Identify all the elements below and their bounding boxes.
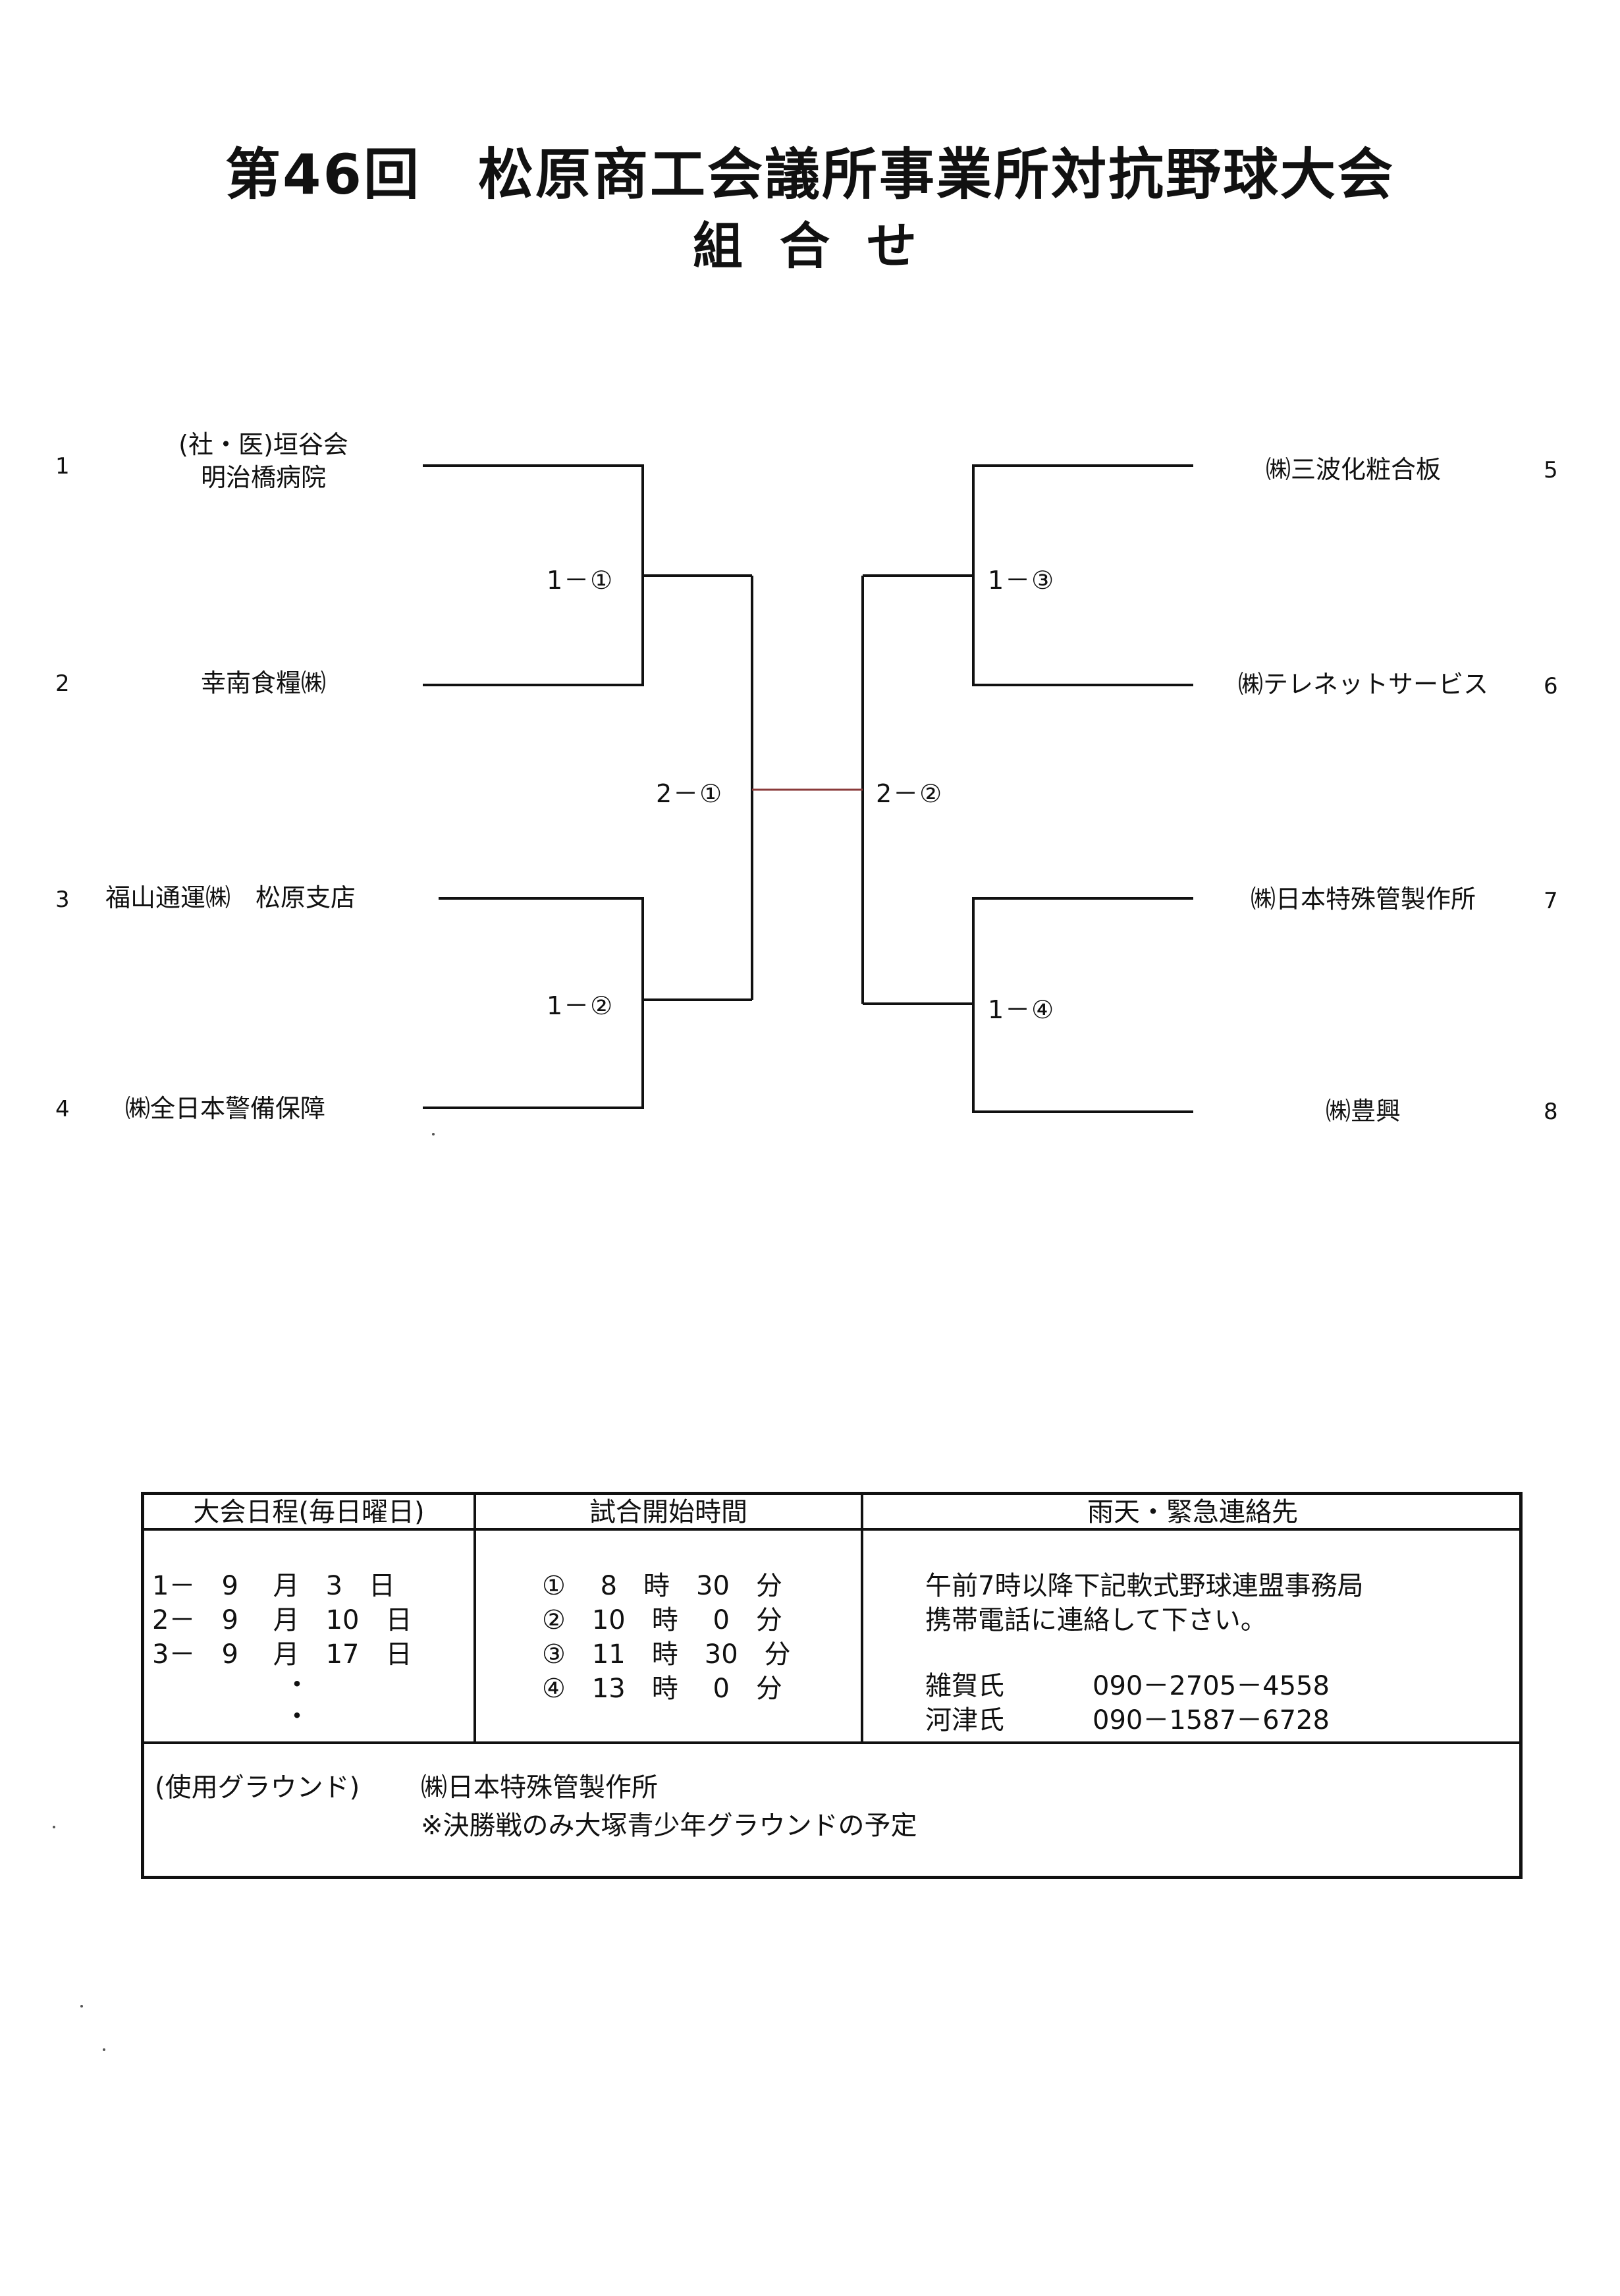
schedule-day: 3－ 9 月 17 日 — [152, 1639, 412, 1670]
team-name: (社・医)垣谷会 明治橋病院 — [151, 428, 375, 494]
team-name: ㈱テレネットサービス — [1237, 670, 1488, 699]
team-name: ㈱日本特殊管製作所 — [1250, 885, 1476, 914]
table-divider — [861, 1495, 863, 1741]
contact-phone: 090－2705－4558 — [1093, 1671, 1330, 1701]
schedule-day: 2－ 9 月 10 日 — [152, 1605, 412, 1635]
bracket-line-1-2 — [423, 897, 644, 1109]
seed-number: 6 — [1544, 673, 1558, 699]
ground-name: ㈱日本特殊管製作所 — [421, 1772, 658, 1803]
seed-number: 3 — [55, 887, 70, 913]
team-name: ㈱三波化粧合板 — [1265, 455, 1441, 484]
ground-note: ※決勝戦のみ大塚青少年グラウンドの予定 — [421, 1811, 917, 1841]
schedule-day: 1－ 9 月 3 日 — [152, 1571, 396, 1601]
seed-number: 4 — [55, 1096, 70, 1122]
page-subtitle: 組合せ — [693, 217, 954, 275]
contact-name: 河津氏 — [925, 1705, 1004, 1736]
contact-note: 携帯電話に連絡して下さい。 — [925, 1605, 1267, 1635]
schedule-table: 大会日程(毎日曜日) 試合開始時間 雨天・緊急連絡先 1－ 9 月 3 日 2－… — [141, 1492, 1523, 1879]
table-divider — [144, 1528, 1519, 1531]
contact-name: 雑賀氏 — [925, 1671, 1004, 1701]
match-label: 2－② — [876, 779, 944, 808]
team-name: ㈱全日本警備保障 — [125, 1094, 326, 1123]
match-label: 1－④ — [988, 995, 1056, 1024]
match-label: 1－② — [547, 991, 614, 1020]
team-name: 幸南食糧㈱ — [200, 669, 326, 697]
start-time: ① 8 時 30 分 — [542, 1571, 782, 1601]
contact-phone: 090－1587－6728 — [1093, 1705, 1330, 1736]
match-label: 1－③ — [988, 566, 1056, 595]
team-name: ㈱豊興 — [1325, 1097, 1401, 1126]
start-time: ③ 11 時 30 分 — [542, 1639, 791, 1670]
team-name-line: 明治橋病院 — [200, 463, 326, 492]
seed-number: 5 — [1544, 457, 1558, 483]
page-title: 第46回 松原商工会議所事業所対抗野球大会 — [225, 142, 1395, 207]
seed-number: 2 — [55, 670, 70, 697]
table-header: 大会日程(毎日曜日) — [193, 1497, 425, 1527]
start-time: ④ 13 時 0 分 — [542, 1674, 782, 1704]
team-name-line: (社・医)垣谷会 — [178, 430, 348, 459]
match-label: 2－① — [656, 779, 724, 808]
schedule-day: ・ — [152, 1701, 310, 1732]
seed-number: 1 — [55, 453, 70, 479]
table-header: 試合開始時間 — [589, 1497, 747, 1527]
schedule-day: ・ — [152, 1670, 310, 1700]
ground-label: (使用グラウンド) — [155, 1772, 360, 1803]
contact-note: 午前7時以降下記軟式野球連盟事務局 — [925, 1571, 1364, 1601]
start-time: ② 10 時 0 分 — [542, 1605, 782, 1635]
match-label: 1－① — [547, 566, 614, 595]
team-name: 福山通運㈱ 松原支店 — [105, 883, 356, 912]
table-divider — [144, 1741, 1519, 1744]
table-divider — [473, 1495, 476, 1741]
seed-number: 7 — [1544, 888, 1558, 914]
table-header: 雨天・緊急連絡先 — [1087, 1497, 1298, 1527]
tournament-bracket — [423, 464, 1193, 1113]
seed-number: 8 — [1544, 1099, 1558, 1125]
